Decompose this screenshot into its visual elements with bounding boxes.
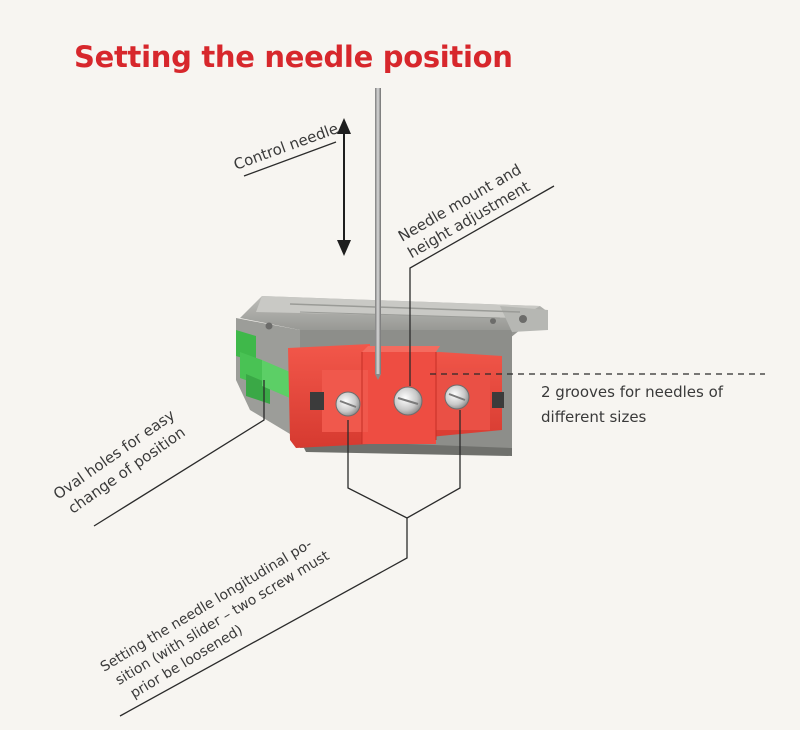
label-needle-mount: Needle mount and height adjustment — [395, 160, 533, 262]
setting-leader — [119, 518, 408, 717]
label-setting: Setting the needle longitudinal po- siti… — [98, 536, 333, 702]
right-screw — [444, 384, 470, 410]
label-setting-line2: sition (with slider – two screw must — [113, 548, 333, 689]
control-needle-leader — [243, 141, 337, 177]
needle-mount-leader — [409, 185, 555, 386]
up-down-arrow — [337, 118, 351, 256]
label-grooves: 2 grooves for needles of different sizes — [541, 383, 724, 426]
screws — [335, 384, 470, 417]
label-grooves-line2: different sizes — [541, 408, 647, 426]
left-screw — [335, 391, 361, 417]
label-oval-holes: Oval holes for easy change of position — [50, 406, 189, 517]
oval-holes-leader — [93, 380, 265, 527]
center-screw — [393, 386, 423, 416]
label-grooves-line1: 2 grooves for needles of — [541, 383, 724, 401]
control-needle — [375, 88, 381, 380]
page-title: Setting the needle position — [74, 40, 513, 74]
leader-lines — [93, 141, 765, 717]
